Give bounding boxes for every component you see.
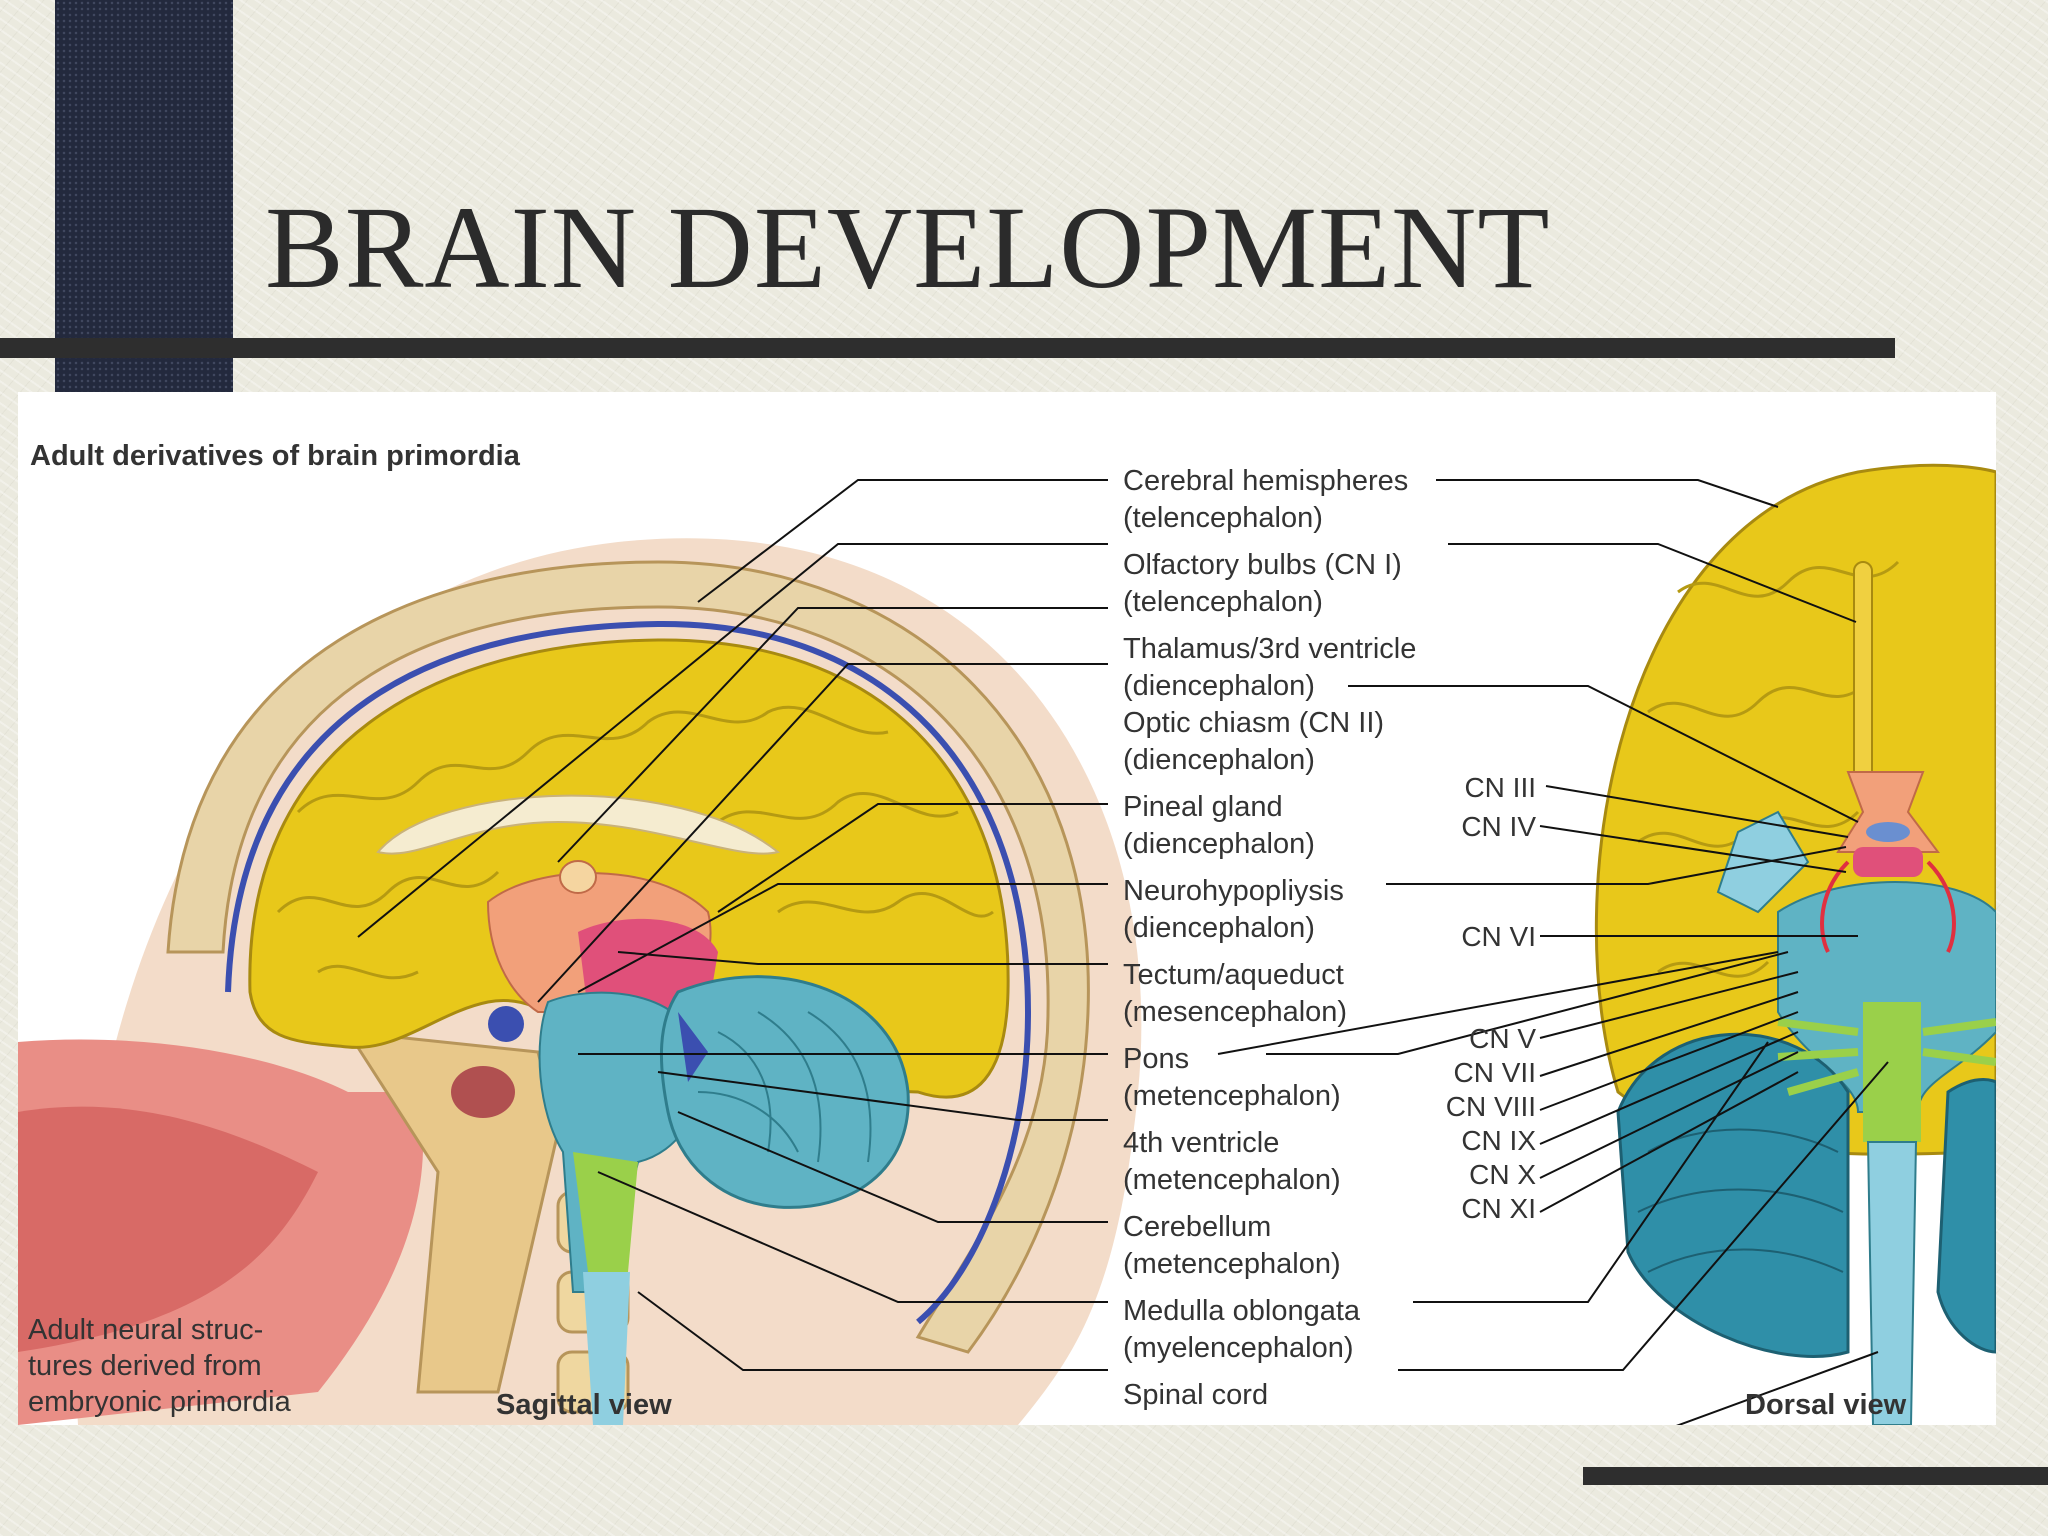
label-cn-iii: CN III <box>1464 772 1536 803</box>
slide-title: BRAIN DEVELOPMENT <box>265 182 1551 313</box>
label-tectum: Tectum/aqueduct <box>1123 959 1344 991</box>
label-medulla: Medulla oblongata <box>1123 1295 1361 1327</box>
label-neurohypophysis-region: (diencephalon) <box>1123 912 1315 944</box>
caption-line-1: Adult neural struc- <box>28 1314 263 1346</box>
cranial-nerve-labels: CN III CN IV CN VI CN V CN VII CN VIII C… <box>1446 772 1537 1224</box>
sagittal-illustration <box>18 538 1142 1425</box>
label-cn-vii: CN VII <box>1454 1057 1536 1088</box>
label-cerebellum: Cerebellum <box>1123 1211 1271 1243</box>
caption-line-3: embryonic primordia <box>28 1386 292 1418</box>
figure-title: Adult derivatives of brain primordia <box>30 440 521 472</box>
label-cerebellum-region: (metencephalon) <box>1123 1248 1341 1280</box>
label-cn-v: CN V <box>1469 1023 1536 1054</box>
label-thalamus-region: (diencephalon) <box>1123 670 1315 702</box>
leader-lines <box>357 479 1889 1425</box>
label-pons: Pons <box>1123 1043 1189 1075</box>
bottom-rule <box>1583 1467 2048 1485</box>
structure-labels: Cerebral hemispheres (telencephalon) Olf… <box>1123 465 1416 1411</box>
dorsal-view-label: Dorsal view <box>1745 1389 1907 1421</box>
label-olfactory-bulbs: Olfactory bulbs (CN I) <box>1123 549 1402 581</box>
dorsal-illustration <box>1594 463 1996 1425</box>
label-pineal-gland-region: (diencephalon) <box>1123 828 1315 860</box>
label-cn-vi: CN VI <box>1461 921 1536 952</box>
title-underline <box>0 338 1895 358</box>
label-spinal-cord: Spinal cord <box>1123 1379 1268 1411</box>
label-cerebral-hemispheres-region: (telencephalon) <box>1123 502 1323 534</box>
label-cn-x: CN X <box>1469 1159 1536 1190</box>
label-cn-viii: CN VIII <box>1446 1091 1536 1122</box>
label-pineal-gland: Pineal gland <box>1123 791 1283 823</box>
label-optic-chiasm-region: (diencephalon) <box>1123 744 1315 776</box>
label-4th-ventricle-region: (metencephalon) <box>1123 1164 1341 1196</box>
label-thalamus: Thalamus/3rd ventricle <box>1123 633 1416 665</box>
label-cn-xi: CN XI <box>1461 1193 1536 1224</box>
decorative-navy-bar <box>55 0 233 392</box>
label-pons-region: (metencephalon) <box>1123 1080 1341 1112</box>
label-medulla-region: (myelencephalon) <box>1123 1332 1354 1364</box>
label-4th-ventricle: 4th ventricle <box>1123 1127 1279 1159</box>
label-optic-chiasm: Optic chiasm (CN II) <box>1123 707 1384 739</box>
label-olfactory-bulbs-region: (telencephalon) <box>1123 586 1323 618</box>
label-cn-ix: CN IX <box>1461 1125 1536 1156</box>
brain-diagram: Adult derivatives of brain primordia Cer… <box>18 440 1996 1425</box>
brain-primordia-figure: Adult derivatives of brain primordia Cer… <box>18 392 1996 1425</box>
label-tectum-region: (mesencephalon) <box>1123 996 1347 1028</box>
label-neurohypophysis: Neurohypopliysis <box>1123 875 1344 907</box>
caption-line-2: tures derived from <box>28 1350 262 1382</box>
label-cn-iv: CN IV <box>1461 811 1536 842</box>
label-cerebral-hemispheres: Cerebral hemispheres <box>1123 465 1408 497</box>
sagittal-view-label: Sagittal view <box>496 1389 672 1421</box>
